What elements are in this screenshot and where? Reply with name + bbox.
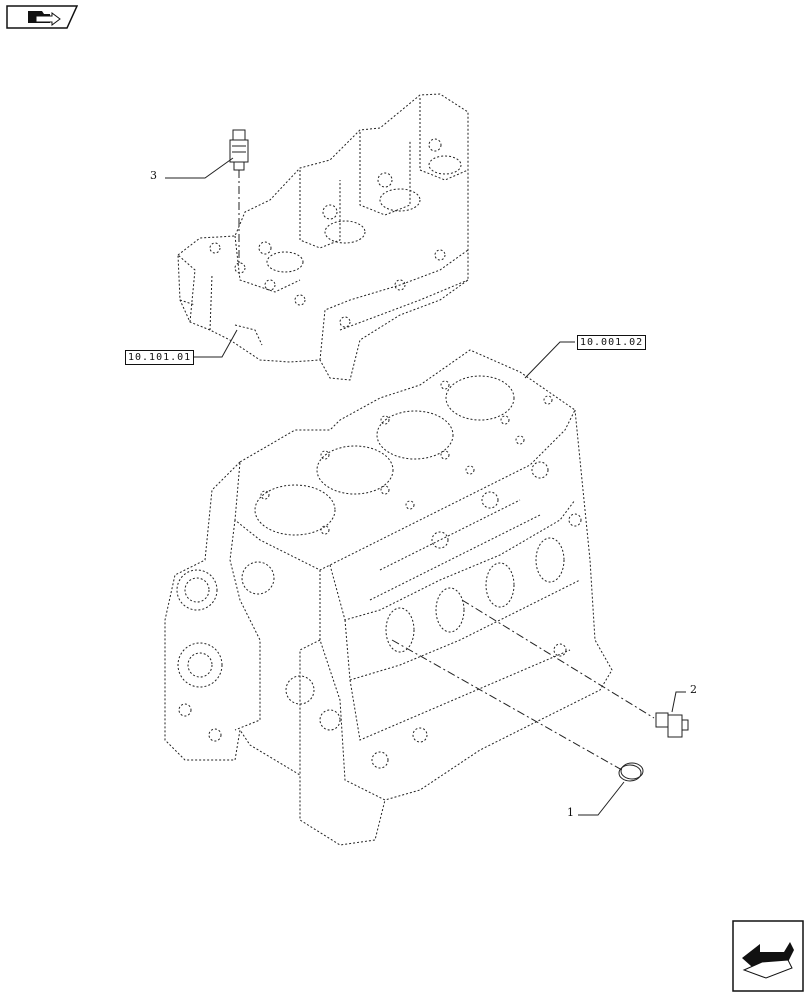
reference-engine-block[interactable]: 10.001.02 [577,335,647,350]
part-1-plug-illustration [618,762,644,782]
callout-2: 2 [690,683,697,696]
next-page-arrow-icon[interactable] [732,920,804,992]
part-2-sensor-illustration [655,712,689,738]
folder-arrow-icon[interactable] [6,5,79,29]
engine-block-illustration [164,349,613,846]
part-3-sensor-illustration [229,129,249,171]
cylinder-head-illustration [177,93,469,381]
callout-3: 3 [150,169,157,182]
callout-1: 1 [567,806,574,819]
reference-cylinder-head[interactable]: 10.101.01 [125,350,195,365]
